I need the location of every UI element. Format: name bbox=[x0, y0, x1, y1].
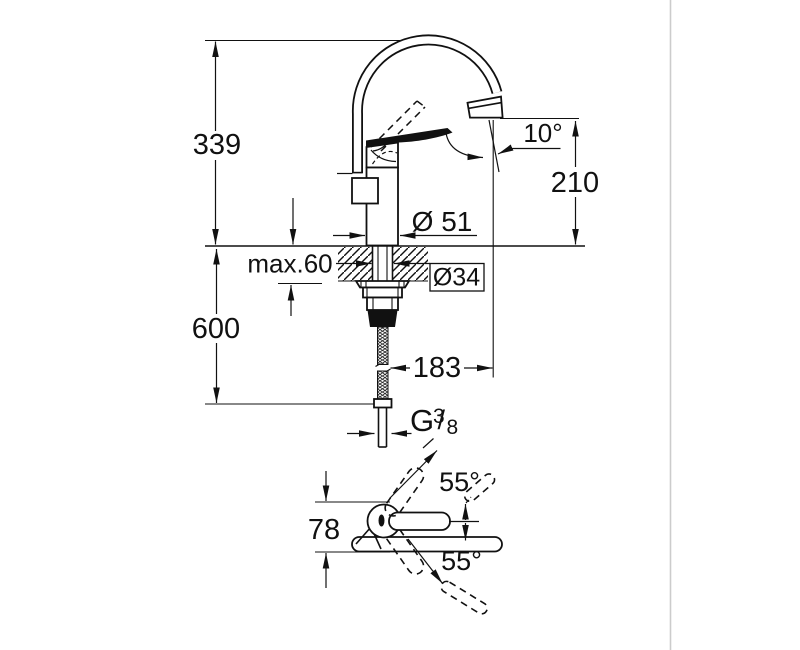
faucet-side bbox=[337, 34, 504, 247]
dim-body-diameter: Ø 51 bbox=[333, 206, 477, 239]
lever-plan bbox=[388, 511, 451, 531]
dim-total-height: 339 bbox=[190, 39, 450, 245]
lever-slot bbox=[378, 514, 385, 527]
angle-55-upper-label: 55° bbox=[439, 467, 480, 497]
washer-ring bbox=[362, 286, 403, 299]
thread-denominator: 8 bbox=[447, 416, 459, 439]
thread-slash: / bbox=[438, 405, 446, 435]
tension-block bbox=[367, 310, 398, 327]
plan-view: 78 55° bbox=[308, 450, 503, 615]
hose-nut bbox=[373, 398, 393, 409]
dim-spout-height: 210 bbox=[551, 121, 601, 245]
swing-angle-lower: 55° bbox=[407, 523, 482, 584]
dim-max60-label: max.60 bbox=[247, 249, 332, 279]
thread-letter: G bbox=[410, 403, 434, 438]
mounting-nut bbox=[366, 296, 399, 311]
thread-numerator: 3 bbox=[433, 405, 445, 428]
dim-183-label: 183 bbox=[413, 352, 461, 384]
spout-plan bbox=[351, 536, 503, 553]
side-collar bbox=[351, 177, 379, 205]
threaded-rod-lower bbox=[377, 370, 389, 400]
stream-angle: 10° bbox=[445, 117, 579, 378]
angle-10-label: 10° bbox=[523, 118, 562, 148]
dim-under-depth: 600 bbox=[190, 249, 374, 405]
stream-line bbox=[488, 119, 500, 173]
side-view: 339 600 bbox=[190, 34, 601, 449]
swing-angle-upper: 55° bbox=[389, 450, 480, 520]
dim-78-label: 78 bbox=[308, 514, 340, 546]
lever-raised-dashed bbox=[370, 100, 426, 152]
lever-handle bbox=[366, 128, 453, 148]
dim-thread: G 3 / 8 bbox=[347, 403, 459, 449]
dim-339-label: 339 bbox=[193, 129, 241, 161]
dim-600-label: 600 bbox=[192, 313, 240, 345]
dim-shank-diameter: Ø34 bbox=[353, 260, 485, 292]
dim-spout-reach: 183 bbox=[390, 352, 493, 384]
lever-plan-down-dashed bbox=[384, 525, 488, 615]
dim-dia34-label: Ø34 bbox=[433, 264, 480, 292]
dim-dia51-label: Ø 51 bbox=[412, 206, 473, 237]
dim-210-label: 210 bbox=[551, 167, 599, 199]
angle-55-lower-label: 55° bbox=[441, 546, 482, 576]
threaded-rod-upper bbox=[377, 326, 389, 365]
under-counter bbox=[354, 246, 411, 448]
aerator bbox=[466, 95, 504, 119]
lever-plan-up-dashed bbox=[384, 467, 496, 517]
escutcheon bbox=[354, 280, 411, 289]
dim-counter-thickness: max.60 bbox=[247, 198, 353, 316]
